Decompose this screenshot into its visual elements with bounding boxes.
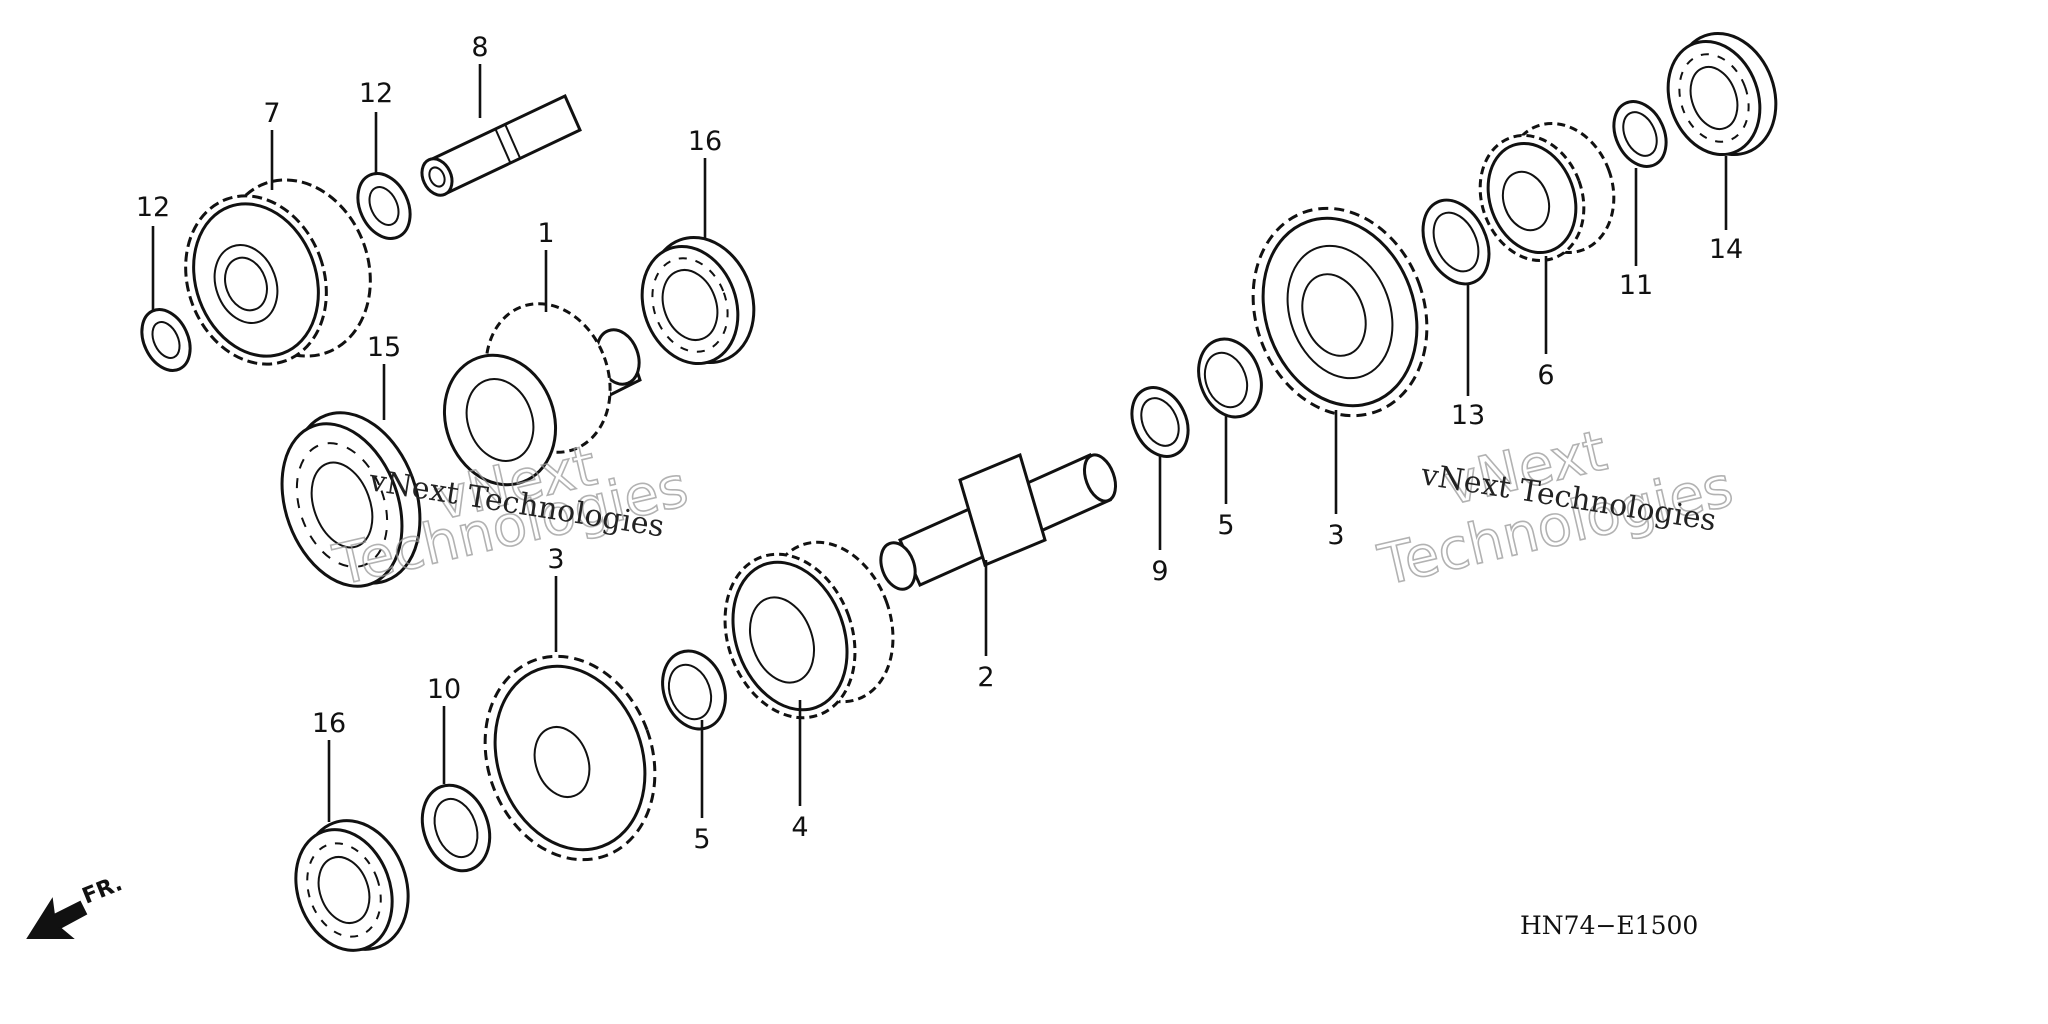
gear-4 (723, 540, 895, 720)
callout-2: 2 (977, 662, 994, 693)
bearing-16-upper (640, 235, 756, 366)
gear-3-lower (483, 654, 657, 862)
callout-5-upper: 5 (1217, 510, 1234, 541)
bushing-5-upper (1197, 337, 1263, 419)
callout-16-upper: 16 (688, 126, 722, 157)
front-direction-label: FR. (79, 871, 126, 909)
callout-7: 7 (263, 98, 280, 129)
callout-10: 10 (427, 674, 461, 705)
washer-11 (1612, 100, 1668, 168)
watermark-right: vNext Technologies vNext Technologies (1372, 418, 1740, 600)
washer-13 (1421, 198, 1491, 286)
callout-1: 1 (537, 218, 554, 249)
callout-11: 11 (1619, 270, 1653, 301)
callouts: 12 7 12 8 16 1 15 3 10 16 5 4 2 9 5 3 13… (136, 32, 1743, 855)
bearing-15 (280, 411, 422, 588)
callout-6: 6 (1537, 360, 1554, 391)
front-direction-indicator: FR. (26, 871, 126, 939)
bearing-16-lower (294, 819, 410, 952)
shaft-8 (420, 93, 582, 197)
callout-16-lower: 16 (312, 708, 346, 739)
callout-3-upper: 3 (1327, 520, 1344, 551)
callout-3-lower: 3 (547, 544, 564, 575)
callout-4: 4 (791, 812, 808, 843)
washer-12-center (356, 172, 412, 240)
callout-9: 9 (1151, 556, 1168, 587)
front-arrow-icon (26, 897, 88, 939)
leader-lines (151, 64, 1728, 822)
gear-3-upper (1251, 206, 1429, 418)
callout-13: 13 (1451, 400, 1485, 431)
callout-14: 14 (1709, 234, 1743, 265)
callout-15: 15 (367, 332, 401, 363)
gear-1 (442, 302, 642, 487)
washer-9 (1130, 386, 1190, 458)
shaft-2 (879, 452, 1118, 591)
diagram-code: HN74−E1500 (1520, 911, 1698, 940)
bearing-14 (1666, 31, 1778, 157)
washer-12-left (140, 308, 192, 372)
bushing-5-lower (661, 649, 727, 731)
washer-10 (420, 783, 492, 873)
callout-12-left: 12 (136, 192, 170, 223)
callout-8: 8 (471, 32, 488, 63)
gear-6 (1478, 121, 1616, 263)
callout-5-lower: 5 (693, 824, 710, 855)
callout-12-center: 12 (359, 78, 393, 109)
gear-7 (184, 178, 372, 366)
